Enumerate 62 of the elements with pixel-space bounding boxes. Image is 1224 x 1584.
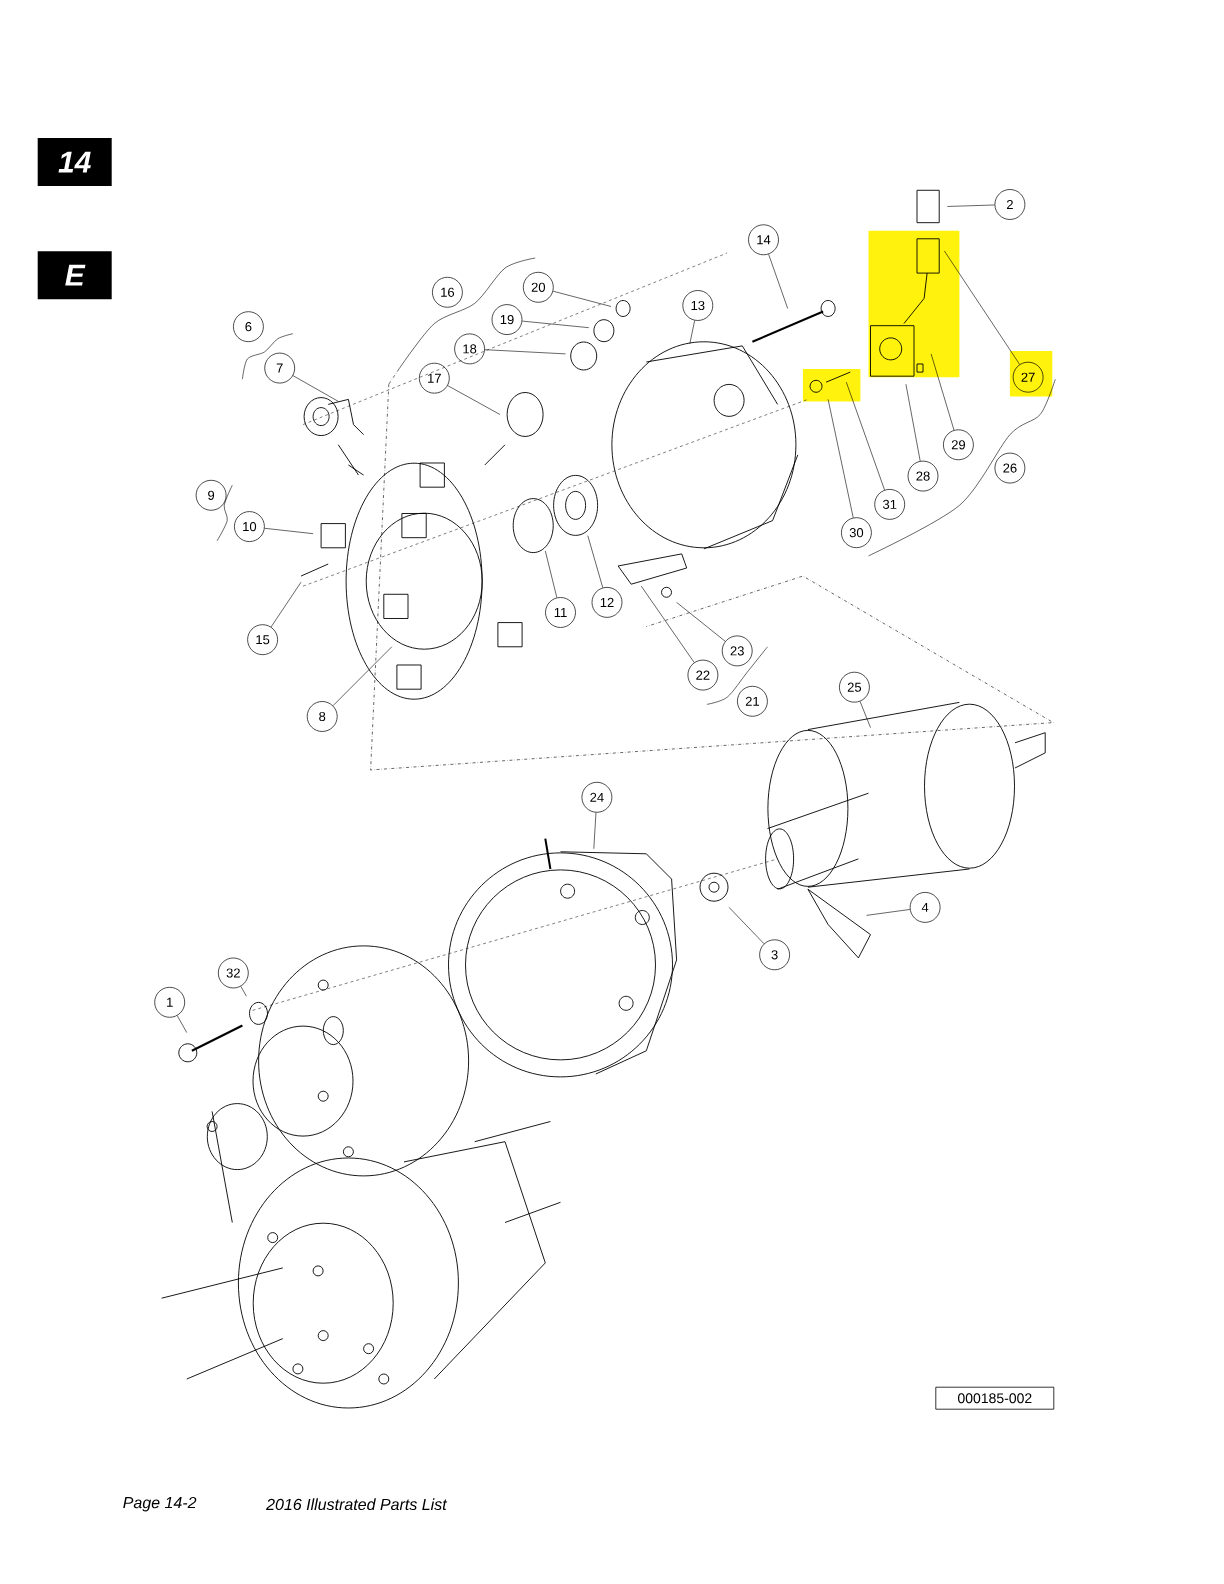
leader-line (641, 585, 695, 663)
callout-number: 1 (154, 986, 186, 1018)
callout-number: 12 (591, 587, 623, 618)
callout-number: 28 (907, 460, 939, 492)
callout-number: 18 (454, 333, 485, 365)
callout-number: 25 (839, 671, 870, 703)
callout-number: 19 (491, 304, 523, 335)
callout-number: 9 (195, 479, 227, 511)
callout-number: 27 (1012, 361, 1044, 393)
figure-number: 000185-002 (935, 1386, 1055, 1410)
callout-number: 17 (418, 362, 450, 394)
leader-line (593, 812, 597, 850)
leader-line (944, 250, 1020, 365)
callout-number: 14 (748, 224, 779, 256)
leader-line (270, 581, 302, 628)
leader-line (484, 349, 566, 355)
callout-number: 29 (943, 429, 974, 461)
leader-line (866, 909, 911, 916)
footer-title: 2016 Illustrated Parts List (266, 1498, 448, 1511)
callout-number: 26 (994, 452, 1026, 484)
callout-number: 6 (233, 311, 264, 343)
leader-line (930, 353, 955, 431)
callout-number: 24 (581, 781, 613, 813)
callout-number: 20 (522, 271, 554, 303)
callout-number: 3 (759, 939, 790, 971)
leader-line (846, 381, 885, 491)
callout-number: 23 (721, 635, 753, 667)
leader-line (689, 320, 695, 345)
callout-number: 2 (994, 189, 1026, 220)
leader-line (292, 375, 339, 402)
leader-line (332, 646, 393, 706)
leader-line (552, 290, 612, 307)
leader-line (176, 1015, 188, 1033)
leader-line (587, 535, 604, 588)
leader-line (545, 550, 558, 598)
tab-label: 14 (37, 138, 112, 187)
leader-line (447, 385, 501, 415)
leader-line (676, 602, 726, 642)
leader-line (768, 253, 788, 309)
leader-line (240, 986, 247, 997)
callout-number: 13 (682, 290, 714, 321)
leader-line (905, 383, 921, 462)
callout-number: 32 (217, 957, 249, 989)
callout-number: 4 (909, 892, 941, 923)
page-number: Page 14-2 (123, 1496, 197, 1512)
tab-label: E (37, 251, 112, 300)
callout-number: 10 (234, 511, 265, 542)
callout-number: 22 (687, 659, 719, 691)
callout-number: 30 (841, 517, 872, 549)
callout-number: 16 (432, 276, 463, 308)
leader-line (728, 907, 765, 944)
leader-line (827, 399, 854, 518)
leader-line (264, 528, 314, 534)
leader-line (522, 320, 590, 328)
callout-number: 15 (247, 624, 278, 656)
callout-number: 8 (306, 701, 338, 732)
callout-number: 21 (737, 685, 768, 717)
callout-number: 31 (874, 489, 906, 520)
leader-line (859, 701, 871, 728)
callout-number: 7 (264, 352, 296, 384)
callout-number: 11 (545, 597, 576, 628)
leader-line (947, 204, 995, 207)
